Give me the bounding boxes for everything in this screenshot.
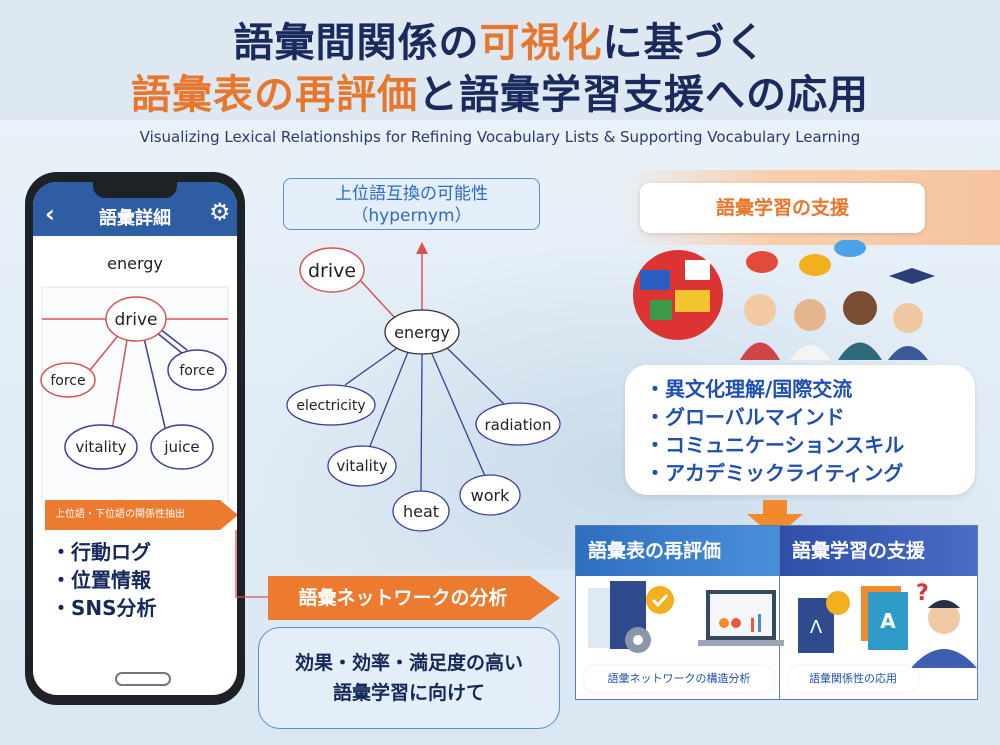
title-highlight: 可視化 [479, 20, 603, 66]
node-force-left[interactable]: force [40, 362, 96, 398]
edge [110, 333, 129, 437]
node-label: work [471, 486, 510, 505]
node-work[interactable]: work [459, 474, 521, 516]
node-label: force [179, 363, 214, 379]
data-source-list: ・行動ログ ・位置情報 ・SNS分析 [51, 538, 157, 622]
edge [344, 345, 401, 386]
node-drive[interactable]: drive [105, 296, 167, 342]
hypernym-subtitle: （hypernym） [351, 206, 472, 226]
subtitle: Visualizing Lexical Relationships for Re… [139, 128, 861, 146]
node-label: radiation [485, 416, 552, 434]
node-electricity[interactable]: electricity [286, 384, 376, 426]
node-label: electricity [296, 398, 365, 414]
goal-line: 語彙学習に向けて [332, 682, 485, 704]
title-line-2: 語彙表の再評価と語彙学習支援への応用 [0, 62, 1000, 120]
hypernym-title: 上位語互換の可能性 [335, 184, 488, 204]
list-card [45, 530, 210, 638]
connector-line [235, 530, 270, 598]
node-label: vitality [75, 438, 126, 456]
node-label: force [50, 373, 85, 389]
node-energy[interactable]: energy [384, 309, 460, 355]
title-line-1: 語彙間関係の可視化に基づく [0, 10, 1000, 68]
list-item: ・位置情報 [51, 568, 151, 592]
goal-line: 効果・効率・満足度の高い [294, 652, 523, 674]
node-vitality[interactable]: vitality [327, 445, 397, 487]
list-item: ・SNS分析 [51, 596, 157, 620]
list-item: ・グローバルマインド [645, 405, 845, 429]
document-icon [588, 581, 674, 649]
skills-list: ・異文化理解/国際交流 ・グローバルマインド ・コミュニケーションスキル ・アカ… [625, 365, 975, 495]
caption-relation-application: 語彙関係性の応用 [788, 666, 918, 692]
svg-text:A: A [880, 609, 896, 633]
node-force-right[interactable]: force [167, 349, 227, 391]
thinking-student-avatar: ? [911, 581, 977, 668]
hypernym-box: 上位語互換の可能性 （hypernym） [283, 178, 540, 230]
gear-icon [625, 627, 651, 653]
edge [142, 333, 168, 437]
title-text: 語彙間関係の [233, 20, 480, 66]
node-drive[interactable]: drive [299, 247, 365, 293]
node-radiation[interactable]: radiation [475, 402, 561, 446]
node-heat[interactable]: heat [392, 490, 450, 532]
analysis-arrow-banner [268, 576, 560, 620]
back-icon[interactable]: ‹ [45, 200, 55, 228]
analysis-label: 語彙ネットワークの分析 [298, 587, 508, 609]
node-label: juice [163, 438, 199, 456]
student-avatar [740, 291, 928, 360]
phone-screen: ‹ 語彙詳細 ⚙ energy drive force force vitali… [33, 182, 237, 695]
title-banner [0, 0, 1000, 120]
list-item: ・行動ログ [51, 540, 151, 564]
speech-bubble-icon [746, 240, 866, 276]
node-vitality[interactable]: vitality [64, 424, 138, 470]
title-text: に基づく [602, 20, 767, 66]
smartphone: ‹ 語彙詳細 ⚙ energy drive force force vitali… [25, 172, 245, 705]
node-label: drive [114, 310, 157, 330]
extract-banner: 上位語・下位語の関係性抽出 [45, 500, 237, 530]
panel-title-reevaluation: 語彙表の再評価 [576, 526, 779, 576]
node-label: drive [308, 260, 356, 282]
list-item: ・アカデミックライティング [645, 461, 904, 485]
title-highlight: 語彙表の再評価 [131, 72, 418, 118]
graduation-cap-icon [889, 268, 935, 284]
globe-icon [633, 250, 723, 340]
node-label: heat [403, 502, 439, 521]
laptop-icon [698, 590, 784, 646]
edge [420, 353, 423, 493]
gear-icon[interactable]: ⚙ [209, 198, 231, 226]
home-button[interactable] [115, 672, 171, 686]
list-item: ・コミュニケーションスキル [645, 433, 905, 457]
support-title-box: 語彙学習の支援 [640, 183, 925, 233]
node-label: vitality [336, 457, 387, 475]
edge [369, 351, 409, 447]
panel-title-support: 語彙学習の支援 [780, 526, 977, 576]
phone-word-graph: drive force force vitality juice [40, 286, 229, 502]
down-arrow-icon [747, 500, 803, 538]
edge [89, 331, 122, 371]
arrow-head-icon [416, 242, 428, 254]
phone-notch [93, 182, 177, 198]
node-label: energy [394, 323, 450, 342]
list-item: ・異文化理解/国際交流 [645, 377, 853, 401]
phone-title: 語彙詳細 [99, 208, 171, 229]
title-text: と語彙学習支援への応用 [418, 72, 869, 118]
svg-text:Λ: Λ [810, 617, 823, 638]
caption-structure-analysis: 語彙ネットワークの構造分析 [584, 666, 774, 692]
divider [779, 526, 780, 699]
edge [431, 353, 486, 477]
edge [444, 345, 506, 406]
node-juice[interactable]: juice [150, 424, 214, 470]
svg-text:?: ? [916, 581, 929, 606]
edge [359, 279, 396, 319]
goal-box: 効果・効率・満足度の高い 語彙学習に向けて [258, 627, 560, 729]
word-heading: energy [107, 254, 163, 273]
learners-illustration [633, 240, 935, 360]
